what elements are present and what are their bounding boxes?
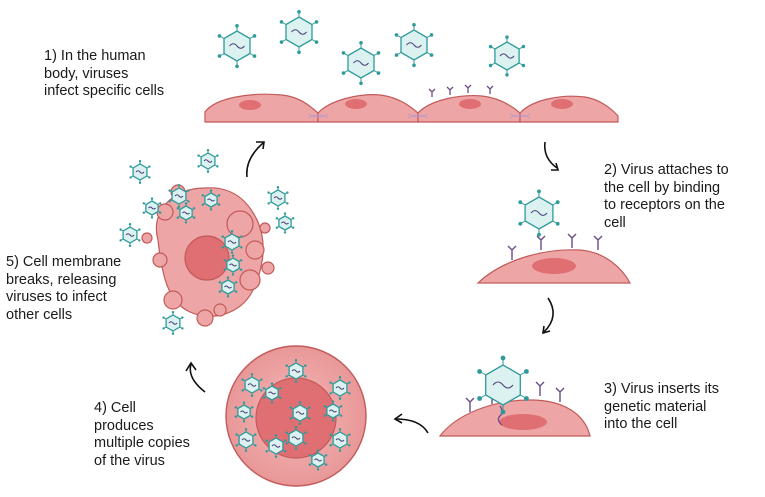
step-4-label: 4) Cell produces multiple copies of the … (94, 400, 190, 470)
step-1-line: 1) In the human (44, 48, 146, 64)
virus-icon (289, 401, 311, 425)
arrow-4-to-5 (185, 361, 206, 393)
virus-icon (267, 186, 289, 210)
nucleus (499, 414, 547, 430)
step-5-line: 5) Cell membrane (6, 254, 122, 270)
virus-icon (217, 24, 257, 69)
step-2-line: cell (604, 214, 626, 231)
genetic-material (497, 405, 503, 426)
nucleus (532, 258, 576, 274)
cell (317, 94, 419, 123)
virus-icon (201, 189, 221, 211)
virus-icon (285, 426, 307, 450)
step-3-line: 3) Virus inserts its (604, 381, 719, 397)
virus-icon (162, 311, 184, 335)
arrow-1-to-2 (543, 141, 560, 171)
step-5-label: 5) Cell membrane breaks, releasing virus… (6, 254, 121, 324)
virus-icon (176, 202, 196, 224)
cell-junctions (307, 113, 531, 119)
virus-particles (119, 10, 560, 471)
virus-icon (275, 212, 295, 234)
step-4-line: multiple copies (94, 435, 190, 451)
cell-step2 (476, 233, 632, 284)
cell (204, 93, 319, 123)
step-5-line: breaks, releasing (6, 271, 117, 288)
virus-icon (341, 41, 381, 86)
membrane-fragment (226, 210, 254, 238)
virus-icon (241, 373, 263, 397)
cell-row-step1 (204, 84, 619, 123)
step-1-line: infect specific cells (44, 83, 165, 99)
virus-icon (119, 223, 141, 247)
nucleus (551, 99, 573, 109)
step-2-line: the cell by binding (604, 179, 721, 196)
nucleus (239, 100, 261, 110)
nucleus (345, 99, 367, 109)
membrane-fragment (261, 261, 275, 275)
membrane-fragment (245, 240, 265, 260)
virus-icon (323, 400, 343, 422)
arrow-2-to-3 (542, 297, 554, 335)
membrane-fragment (141, 232, 153, 244)
virus-icon (197, 149, 219, 173)
nucleus (459, 99, 481, 109)
step-2-line: 2) Virus attaches to (604, 162, 729, 178)
step-1-label: 1) In the human body, viruses infect spe… (44, 48, 164, 101)
virus-icon (218, 276, 238, 298)
virus-icon (265, 434, 287, 458)
receptors (507, 233, 603, 260)
membrane-fragment (152, 252, 168, 268)
membrane-fragment (259, 222, 271, 234)
membrane-fragment (163, 290, 183, 310)
virus-icon (129, 160, 151, 184)
virus-icon (477, 355, 529, 415)
arrow-5-to-1 (246, 141, 265, 178)
virus-icon (234, 401, 254, 423)
step-4-line: 4) Cell (94, 400, 136, 416)
virus-icon (329, 428, 351, 452)
arrow-3-to-4 (393, 413, 429, 434)
cycle-arrows (185, 141, 560, 434)
virus-icon (488, 35, 526, 77)
virus-icon (285, 359, 307, 383)
cell-step5-bursting (141, 184, 275, 327)
receptors (428, 84, 494, 97)
virus-icon (221, 230, 243, 254)
virus-icon (223, 254, 243, 276)
membrane-fragment (239, 269, 261, 291)
virus-icon (262, 382, 282, 404)
cell (519, 95, 619, 123)
virus-icon (308, 449, 328, 471)
step-4-line: of the virus (94, 452, 165, 469)
virus-icon (142, 197, 162, 219)
step-3-line: genetic material (604, 398, 707, 415)
step-4-line: produces (94, 417, 154, 434)
membrane-fragment (213, 303, 227, 317)
cell-step3 (438, 381, 591, 437)
nucleus (184, 235, 230, 281)
step-3-label: 3) Virus inserts its genetic material in… (604, 381, 719, 434)
step-5-line: other cells (6, 306, 73, 323)
step-2-label: 2) Virus attaches to the cell by binding… (604, 162, 729, 232)
virus-icon (329, 376, 351, 400)
step-2-line: to receptors on the (604, 197, 725, 213)
virus-icon (279, 10, 319, 55)
membrane-fragment (196, 309, 214, 327)
virus-icon (235, 428, 257, 452)
step-3-line: into the cell (604, 416, 678, 432)
step-1-line: body, viruses (44, 65, 129, 82)
step-5-line: viruses to infect (6, 289, 107, 305)
virus-icon (168, 184, 190, 208)
virus-icon (394, 23, 434, 68)
virus-icon (518, 189, 560, 237)
